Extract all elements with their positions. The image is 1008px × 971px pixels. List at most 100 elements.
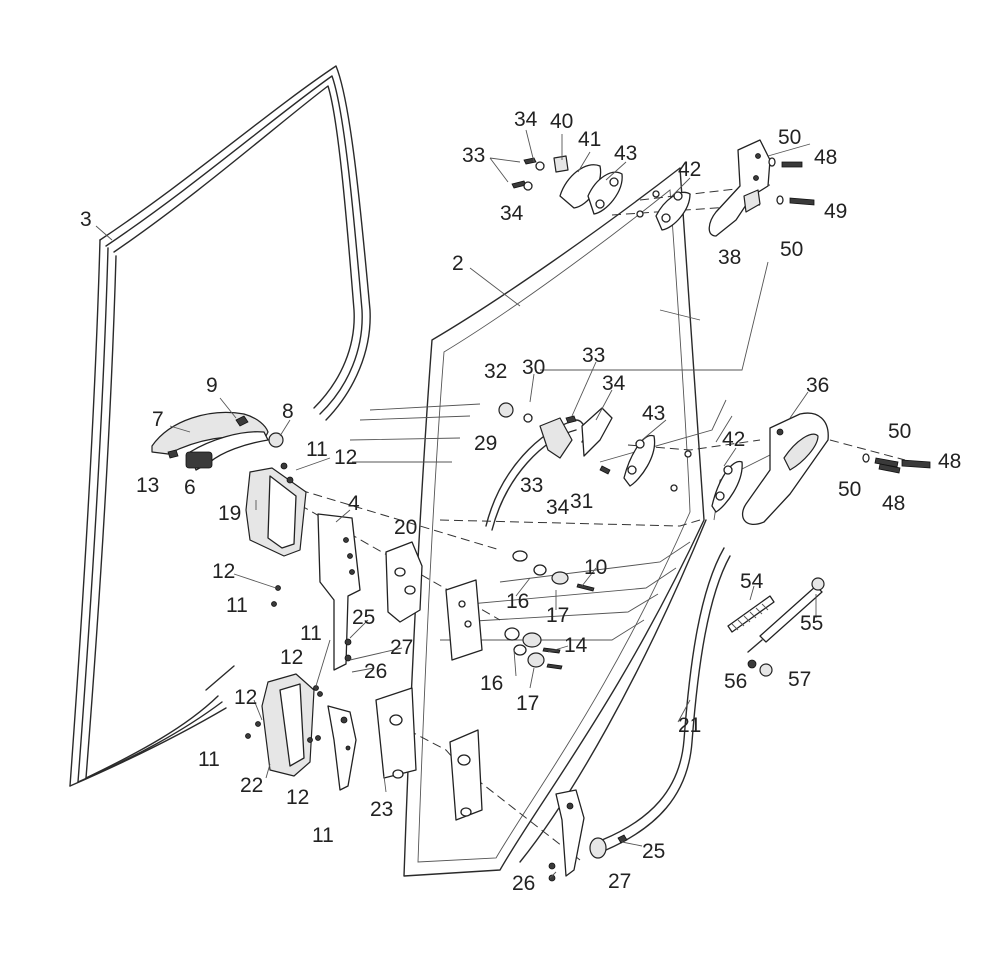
label-12-b: 12 bbox=[212, 560, 235, 583]
label-16-a: 16 bbox=[506, 590, 529, 613]
label-12-e: 12 bbox=[286, 786, 309, 809]
label-19: 19 bbox=[218, 502, 241, 525]
label-49: 49 bbox=[824, 200, 847, 223]
label-16-b: 16 bbox=[480, 672, 503, 695]
label-10: 10 bbox=[584, 556, 607, 579]
label-34-mid: 34 bbox=[602, 372, 626, 395]
bolt-10 bbox=[576, 583, 595, 592]
plate-34 bbox=[581, 407, 613, 457]
label-11-c: 11 bbox=[300, 622, 322, 645]
label-43-top: 43 bbox=[614, 142, 637, 165]
mid-mount-plates bbox=[623, 435, 743, 513]
handle-washer bbox=[268, 432, 284, 448]
door-seal-frame bbox=[69, 65, 371, 787]
lower-latch-left bbox=[327, 705, 357, 791]
label-40: 40 bbox=[550, 110, 573, 133]
label-48-c: 48 bbox=[882, 492, 905, 515]
label-6: 6 bbox=[184, 476, 196, 499]
label-43-mid: 43 bbox=[642, 402, 665, 425]
label-50-a: 50 bbox=[778, 126, 801, 149]
label-8: 8 bbox=[282, 400, 294, 423]
label-11-a: 11 bbox=[306, 438, 328, 461]
stay-rod-21 bbox=[589, 547, 731, 859]
lower-grab-handle-36 bbox=[741, 412, 931, 525]
label-22: 22 bbox=[240, 774, 263, 797]
label-27-a: 27 bbox=[390, 636, 413, 659]
label-33-low: 33 bbox=[520, 474, 543, 497]
washer-29 bbox=[523, 413, 533, 423]
upper-grab-handle-38 bbox=[708, 139, 815, 237]
label-11-b: 11 bbox=[226, 594, 248, 617]
screw-13 bbox=[167, 449, 179, 459]
label-11-d: 11 bbox=[198, 748, 220, 771]
label-14: 14 bbox=[564, 634, 588, 657]
lower-cover-23 bbox=[375, 687, 483, 821]
lower-latch-right bbox=[548, 789, 585, 882]
panel-mount-holes bbox=[445, 550, 595, 670]
upper-mount-plates bbox=[511, 155, 691, 231]
label-12-c: 12 bbox=[280, 646, 303, 669]
label-50-b: 50 bbox=[780, 238, 803, 261]
label-26-b: 26 bbox=[512, 872, 535, 895]
label-38: 38 bbox=[718, 246, 741, 269]
label-41: 41 bbox=[578, 128, 601, 151]
label-33-top: 33 bbox=[462, 144, 485, 167]
door-glass-panel bbox=[403, 167, 707, 877]
upper-handle bbox=[151, 411, 284, 471]
callout-labels: 3 2 33 34 34 40 41 43 42 50 48 49 50 38 … bbox=[80, 108, 961, 895]
label-29: 29 bbox=[474, 432, 497, 455]
label-57: 57 bbox=[788, 668, 811, 691]
label-23: 23 bbox=[370, 798, 393, 821]
label-31: 31 bbox=[570, 490, 593, 513]
label-50-d: 50 bbox=[838, 478, 861, 501]
label-21: 21 bbox=[678, 714, 701, 737]
bolt-14b bbox=[546, 663, 563, 670]
screw-9 bbox=[235, 415, 249, 427]
label-48-a: 48 bbox=[814, 146, 837, 169]
label-20: 20 bbox=[394, 516, 417, 539]
label-34-low: 34 bbox=[546, 496, 570, 519]
label-17-b: 17 bbox=[516, 692, 539, 715]
bracket-housing-19 bbox=[245, 467, 307, 557]
cover-plate-20 bbox=[385, 541, 423, 623]
label-9: 9 bbox=[206, 374, 218, 397]
label-7: 7 bbox=[152, 408, 164, 431]
inner-handle-30 bbox=[485, 402, 613, 531]
label-25-b: 25 bbox=[642, 840, 665, 863]
label-48-b: 48 bbox=[938, 450, 961, 473]
label-34-top: 34 bbox=[514, 108, 538, 131]
label-54: 54 bbox=[740, 570, 764, 593]
leader-lines bbox=[95, 129, 817, 879]
label-36: 36 bbox=[806, 374, 829, 397]
gas-strut-assembly bbox=[727, 577, 825, 677]
label-17-a: 17 bbox=[546, 604, 569, 627]
label-3: 3 bbox=[80, 208, 92, 231]
label-2: 2 bbox=[452, 252, 464, 275]
label-13: 13 bbox=[136, 474, 159, 497]
label-27-b: 27 bbox=[608, 870, 631, 893]
lower-housing-22 bbox=[261, 673, 315, 777]
label-25-a: 25 bbox=[352, 606, 375, 629]
small-fasteners bbox=[245, 462, 352, 743]
label-34-upper: 34 bbox=[500, 202, 524, 225]
clip-40 bbox=[553, 155, 569, 173]
label-42-mid: 42 bbox=[722, 428, 745, 451]
label-12-a: 12 bbox=[334, 446, 357, 469]
label-50-c: 50 bbox=[888, 420, 911, 443]
label-56: 56 bbox=[724, 670, 747, 693]
label-12-d: 12 bbox=[234, 686, 257, 709]
strut-55 bbox=[759, 585, 823, 643]
label-33-mid: 33 bbox=[582, 344, 605, 367]
label-42-top: 42 bbox=[678, 158, 701, 181]
hinge-plate-4 bbox=[317, 513, 361, 671]
label-11-e: 11 bbox=[312, 824, 334, 847]
handle-bracket bbox=[185, 451, 213, 469]
washer-57 bbox=[759, 663, 773, 677]
nut-56 bbox=[747, 659, 757, 669]
label-4: 4 bbox=[348, 492, 360, 515]
label-55: 55 bbox=[800, 612, 823, 635]
cap-32 bbox=[498, 402, 514, 418]
label-32: 32 bbox=[484, 360, 507, 383]
label-26-a: 26 bbox=[364, 660, 387, 683]
